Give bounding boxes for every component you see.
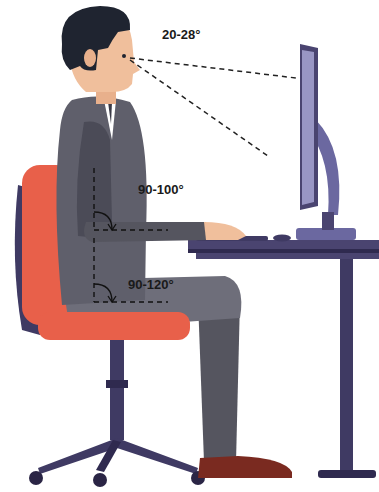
angle-label: 20-28° <box>162 28 200 42</box>
head <box>62 6 140 104</box>
torso <box>56 96 146 305</box>
arm <box>77 121 246 242</box>
angle-arcs <box>94 212 116 302</box>
chair-seat <box>38 312 190 340</box>
legs <box>62 276 292 478</box>
desk <box>188 240 379 478</box>
monitor <box>296 44 356 240</box>
mouse <box>273 235 291 242</box>
sight-lines <box>130 58 296 156</box>
angle-label: 90-100° <box>138 183 184 197</box>
chair-base <box>29 340 205 487</box>
angle-label: 90-120° <box>128 278 174 292</box>
